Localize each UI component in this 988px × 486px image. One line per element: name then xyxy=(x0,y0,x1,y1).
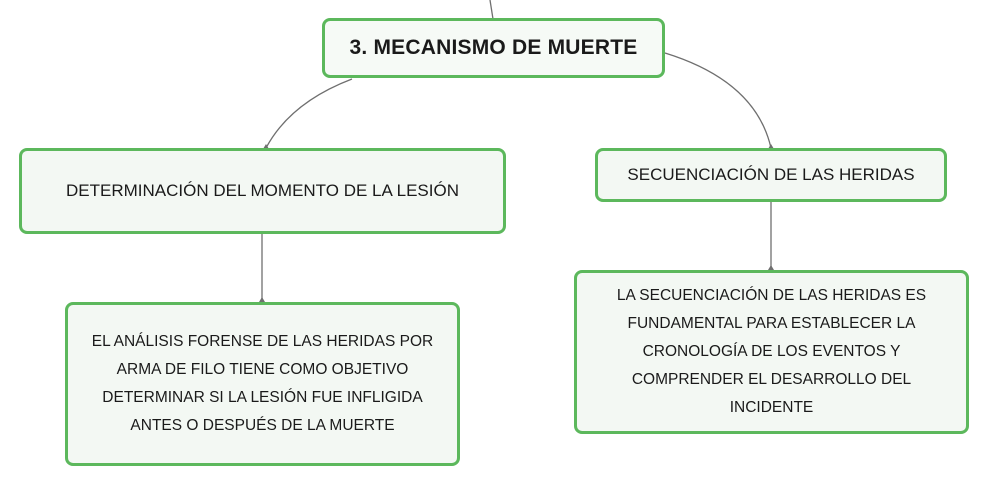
connector-parent-to-root xyxy=(489,0,494,20)
detail-node-text: EL ANÁLISIS FORENSE DE LAS HERIDAS POR A… xyxy=(91,333,434,434)
topic-node-determinacion[interactable]: DETERMINACIÓN DEL MOMENTO DE LA LESIÓN xyxy=(19,148,506,234)
detail-node-text: LA SECUENCIACIÓN DE LAS HERIDAS ES FUNDA… xyxy=(616,287,927,416)
detail-node-secuenciacion[interactable]: LA SECUENCIACIÓN DE LAS HERIDAS ES FUNDA… xyxy=(574,270,969,434)
connector-root-to-left-topic xyxy=(265,78,353,149)
arrowhead-right-topic xyxy=(768,144,774,149)
root-node[interactable]: 3. MECANISMO DE MUERTE xyxy=(322,18,665,78)
topic-node-label: SECUENCIACIÓN DE LAS HERIDAS xyxy=(627,165,915,184)
topic-node-label: DETERMINACIÓN DEL MOMENTO DE LA LESIÓN xyxy=(66,181,459,200)
connector-root-to-right-topic xyxy=(664,52,772,149)
arrowhead-left-topic xyxy=(263,144,269,149)
root-node-label: 3. MECANISMO DE MUERTE xyxy=(349,36,638,59)
topic-node-secuenciacion[interactable]: SECUENCIACIÓN DE LAS HERIDAS xyxy=(595,148,947,202)
arrowhead-right-detail xyxy=(768,265,774,270)
arrowhead-left-detail xyxy=(259,297,265,302)
detail-node-determinacion[interactable]: EL ANÁLISIS FORENSE DE LAS HERIDAS POR A… xyxy=(65,302,460,466)
